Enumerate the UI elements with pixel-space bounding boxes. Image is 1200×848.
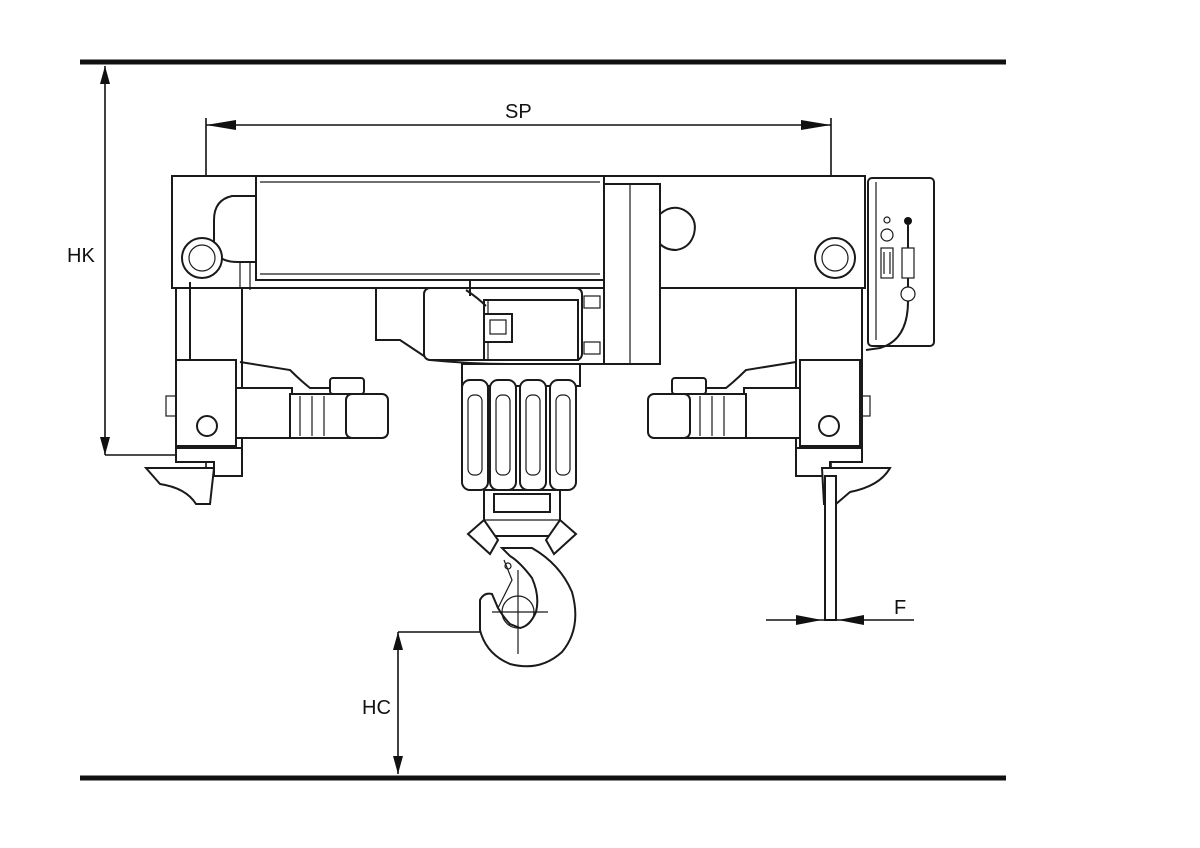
runway-beam-web: [824, 475, 837, 621]
left-wheel-hub-icon: [181, 237, 223, 279]
right-end-truck: [647, 287, 892, 621]
f-dimension: F: [766, 597, 914, 625]
hoist-motor: [375, 279, 605, 365]
hk-dimension: HK: [67, 66, 212, 456]
terminal-box-icon: [483, 313, 513, 343]
crane-hook: [479, 547, 577, 668]
right-travel-motor-icon: [671, 377, 707, 395]
hc-label: HC: [362, 697, 391, 719]
left-travel-motor-icon: [329, 377, 365, 395]
hk-label: HK: [67, 245, 95, 267]
reference-lines: [80, 59, 1006, 781]
left-end-truck: [143, 282, 389, 505]
left-drum-cap: [181, 195, 257, 290]
hc-dimension: HC: [362, 631, 480, 774]
control-panel-box: [865, 177, 935, 351]
right-trolley-wheel-icon: [818, 415, 840, 437]
f-label: F: [894, 597, 906, 619]
indicator-lamp-icon: [883, 216, 891, 224]
sp-label: SP: [505, 101, 532, 123]
right-wheel-hub-icon: [814, 237, 856, 279]
upper-pulleys: [659, 206, 856, 279]
rope-sheave-block: [461, 363, 581, 556]
control-knob-icon: [880, 228, 894, 242]
left-trolley-wheel-icon: [196, 415, 218, 437]
